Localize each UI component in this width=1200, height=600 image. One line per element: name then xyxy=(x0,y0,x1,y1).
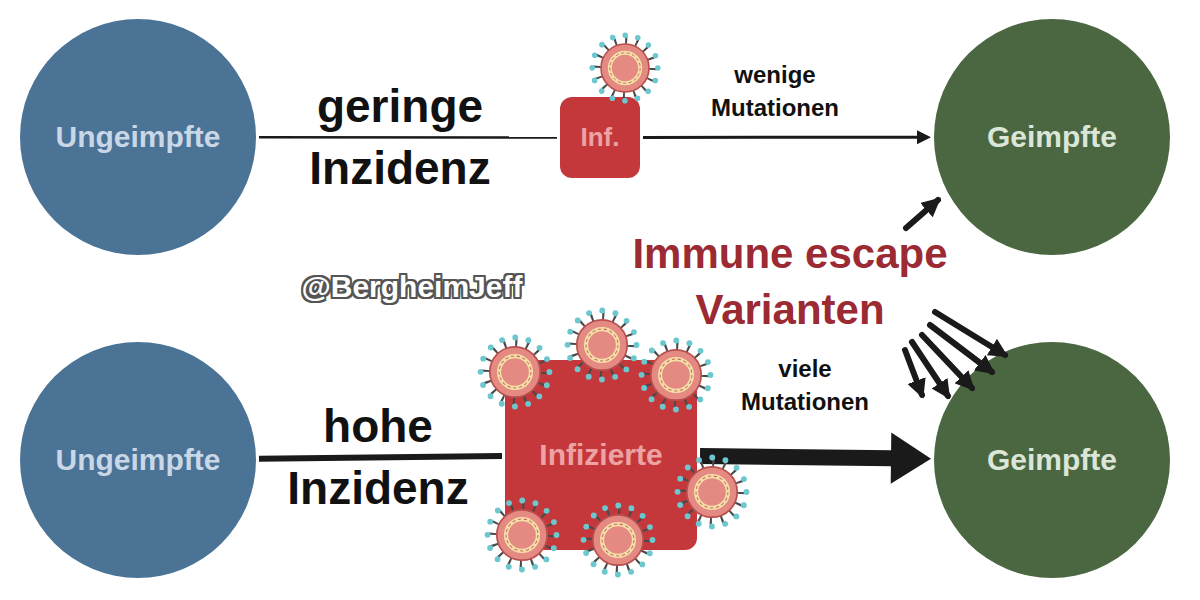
escape-arrow xyxy=(906,200,938,228)
node-text: Geimpfte xyxy=(987,443,1117,477)
infected-box: Inf. xyxy=(560,97,640,178)
unvaccinated-circle: Ungeimpfte xyxy=(20,342,256,578)
flow-arrow xyxy=(643,130,931,144)
virus-icon xyxy=(642,341,711,410)
unvaccinated-circle-shape xyxy=(20,19,256,255)
flow-line xyxy=(259,136,557,139)
unvaccinated-circle-shape xyxy=(20,342,256,578)
vaccinated-circle-shape xyxy=(934,19,1170,255)
flow-arrow xyxy=(259,137,557,138)
unvaccinated-circle: Ungeimpfte xyxy=(20,19,256,255)
virus-icon xyxy=(678,458,747,527)
node-text: Ungeimpfte xyxy=(56,443,221,477)
vaccinated-circle: Geimpfte xyxy=(934,342,1170,578)
virus-icon xyxy=(481,338,550,407)
flow-arrow xyxy=(259,456,502,459)
edge-label: geringe Inzidenz xyxy=(275,75,525,199)
arrow-head xyxy=(891,433,931,484)
virus-icon xyxy=(568,311,637,380)
node-text: Geimpfte xyxy=(987,120,1117,154)
vaccinated-circle: Geimpfte xyxy=(934,19,1170,255)
vaccinated-circle-shape xyxy=(934,342,1170,578)
flow-line xyxy=(643,136,918,139)
flow-line xyxy=(259,456,502,459)
arrow-head xyxy=(917,130,931,144)
escape-arrow xyxy=(922,335,972,388)
node-text: Infizierte xyxy=(539,438,662,472)
virus-icon xyxy=(584,506,653,575)
watermark: @BergheimJeff xyxy=(252,268,572,306)
flow-arrow xyxy=(700,433,931,484)
virus-icon xyxy=(488,501,557,570)
edge-label: viele Mutationen xyxy=(718,352,893,418)
escape-arrow xyxy=(905,350,922,395)
escape-arrow xyxy=(930,325,992,372)
edge-label: hohe Inzidenz xyxy=(253,395,503,519)
virus-icon xyxy=(592,35,658,101)
edge-label: wenige Mutationen xyxy=(688,58,863,124)
node-text: Inf. xyxy=(581,122,620,153)
infected-box-shape xyxy=(560,97,640,178)
node-text: Ungeimpfte xyxy=(56,120,221,154)
callout-title: Immune escape Varianten xyxy=(610,226,970,338)
flow-line xyxy=(700,456,892,458)
